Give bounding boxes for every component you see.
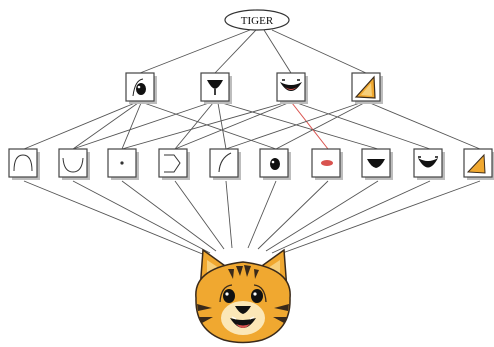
arc-bottom-icon — [62, 157, 84, 173]
tiger-face-icon — [195, 248, 291, 344]
subpart-node-ear-part[interactable] — [463, 148, 494, 180]
edge-root-eye — [139, 29, 251, 74]
curve-stroke-icon — [218, 152, 232, 173]
subpart-node-bracket[interactable] — [158, 148, 190, 180]
arc-top-icon — [13, 154, 33, 172]
eye-icon — [132, 78, 146, 97]
subpart-node-curve[interactable] — [209, 148, 241, 180]
subpart-node-nose-shape[interactable] — [361, 148, 393, 180]
nose-icon — [207, 80, 223, 95]
edges-parts-to-subparts — [23, 102, 481, 150]
ear-icon — [354, 75, 376, 99]
open-mouth-icon — [418, 156, 438, 168]
bracket-icon — [164, 154, 181, 173]
root-node-label: TIGER — [241, 15, 274, 27]
part-node-ear[interactable] — [351, 72, 383, 104]
dot-icon — [120, 161, 124, 165]
edges-subparts-to-image — [23, 180, 481, 256]
part-node-mouth[interactable] — [276, 72, 308, 104]
nose-shape-icon — [367, 159, 385, 168]
root-node[interactable]: TIGER — [224, 9, 290, 31]
edge-root-nose — [214, 29, 257, 74]
subpart-node-open-mouth[interactable] — [413, 148, 445, 180]
subpart-node-arc-top[interactable] — [8, 148, 40, 180]
part-node-nose[interactable] — [200, 72, 232, 104]
subpart-node-dot[interactable] — [107, 148, 139, 180]
ear-part-icon — [466, 153, 486, 174]
tongue-icon — [321, 160, 333, 166]
edges-root-to-parts — [139, 29, 367, 74]
subpart-node-pupil[interactable] — [259, 148, 291, 180]
part-node-eye[interactable] — [125, 72, 157, 104]
edge-root-mouth — [263, 29, 292, 74]
edge-root-ear — [271, 29, 367, 74]
pupil-icon — [270, 158, 280, 170]
subpart-node-tongue[interactable] — [311, 148, 343, 180]
subpart-node-arc-bottom[interactable] — [58, 148, 90, 180]
mouth-icon — [280, 79, 302, 91]
